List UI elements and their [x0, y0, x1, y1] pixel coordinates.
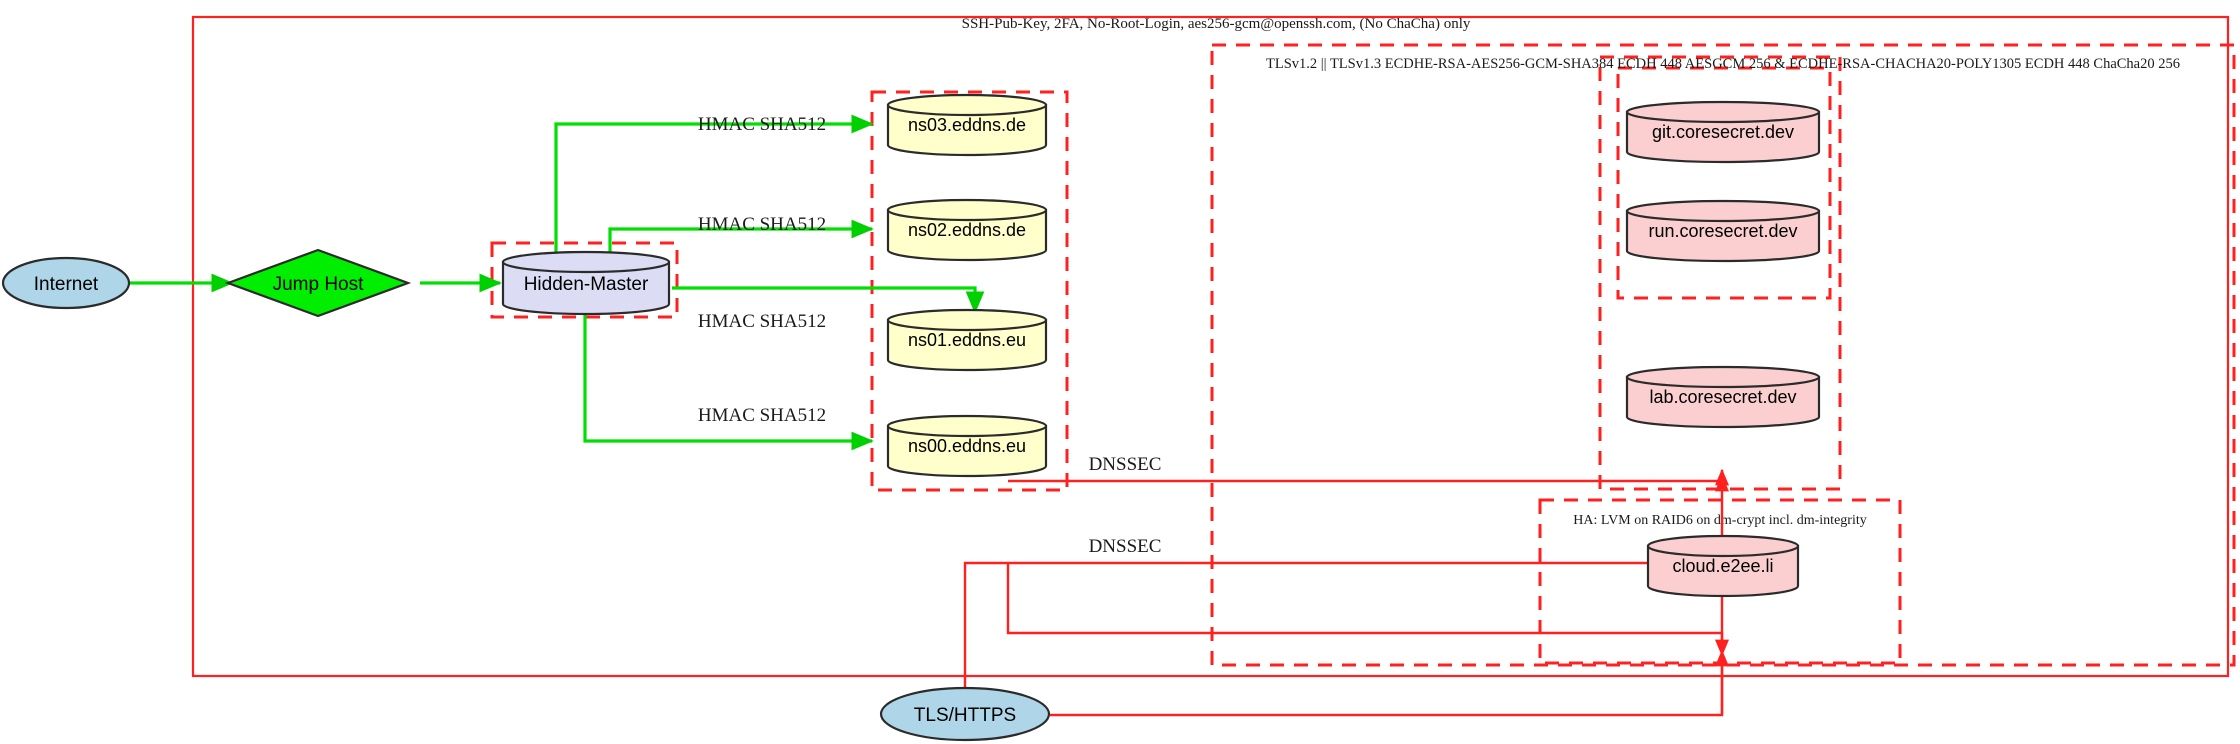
node-cloud-label: cloud.e2ee.li	[1672, 556, 1773, 576]
edge-label-dnssec-lower: DNSSEC	[1089, 536, 1162, 557]
edge-hiddenmaster-to-ns00	[583, 314, 874, 451]
node-hidden-master-label: Hidden-Master	[524, 274, 649, 295]
edge-label-hmac-ns03: HMAC SHA512	[698, 114, 826, 135]
node-tls-https-label: TLS/HTTPS	[914, 705, 1016, 726]
node-git-label: git.coresecret.dev	[1652, 122, 1794, 142]
nameserver-cluster-boundary	[870, 90, 1069, 492]
edge-tlshttps-vertical	[963, 561, 1722, 700]
node-cloud-e2ee[interactable]: cloud.e2ee.li	[1646, 534, 1800, 598]
node-run-coresecret[interactable]: run.coresecret.dev	[1625, 199, 1821, 263]
edge-hiddenmaster-to-ns03	[554, 114, 874, 254]
node-ns01[interactable]: ns01.eddns.eu	[886, 308, 1048, 372]
ssh-cluster-boundary	[191, 15, 2230, 678]
node-hidden-master[interactable]: Hidden-Master	[501, 250, 671, 316]
edge-tlshttps-right	[1050, 649, 1729, 717]
ha-policy-label: HA: LVM on RAID6 on dm-crypt incl. dm-in…	[1573, 513, 1866, 528]
edge-label-hmac-ns02: HMAC SHA512	[698, 214, 826, 235]
edge-hiddenmaster-to-ns01	[672, 286, 985, 314]
node-ns00-label: ns00.eddns.eu	[908, 436, 1026, 456]
git-run-cluster-boundary	[1616, 66, 1832, 300]
node-run-label: run.coresecret.dev	[1648, 221, 1797, 241]
edge-label-hmac-ns00: HMAC SHA512	[698, 405, 826, 426]
node-jump-host[interactable]: Jump Host	[224, 248, 412, 318]
node-ns02[interactable]: ns02.eddns.de	[886, 198, 1048, 262]
node-jump-host-label: Jump Host	[273, 274, 365, 295]
node-lab-coresecret[interactable]: lab.coresecret.dev	[1625, 365, 1821, 429]
edge-label-hmac-ns01: HMAC SHA512	[698, 311, 826, 332]
edge-dnssec-lower	[1006, 563, 1729, 657]
edge-hiddenmaster-to-ns02	[608, 219, 874, 254]
ssh-policy-label: SSH-Pub-Key, 2FA, No-Root-Login, aes256-…	[962, 16, 1471, 32]
tls-policy-label: TLSv1.2 || TLSv1.3 ECDHE-RSA-AES256-GCM-…	[1266, 56, 2180, 72]
node-ns00[interactable]: ns00.eddns.eu	[886, 414, 1048, 478]
edge-label-dnssec-upper: DNSSEC	[1089, 454, 1162, 475]
node-ns02-label: ns02.eddns.de	[908, 220, 1026, 240]
node-internet[interactable]: Internet	[1, 256, 131, 310]
node-internet-label: Internet	[34, 274, 99, 295]
node-ns03-label: ns03.eddns.de	[908, 115, 1026, 135]
edge-dnssec-upper	[1008, 474, 1729, 492]
tls-cluster-boundary	[1210, 43, 2236, 667]
node-lab-label: lab.coresecret.dev	[1649, 387, 1796, 407]
node-tls-https[interactable]: TLS/HTTPS	[879, 686, 1051, 742]
node-git-coresecret[interactable]: git.coresecret.dev	[1625, 100, 1821, 164]
node-ns03[interactable]: ns03.eddns.de	[886, 93, 1048, 157]
node-ns01-label: ns01.eddns.eu	[908, 330, 1026, 350]
